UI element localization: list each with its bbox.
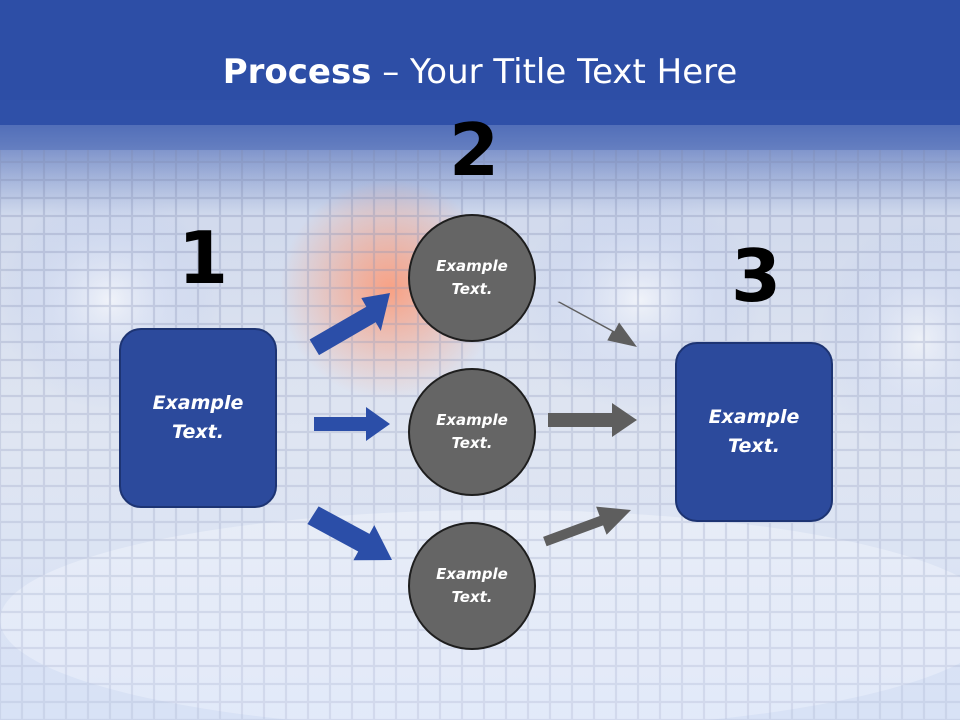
arrow-left-to-middle — [314, 407, 390, 441]
circle-middle-text: Example Text. — [436, 411, 508, 452]
step-number-1: 1 — [178, 216, 229, 300]
arrow-left-to-top — [309, 293, 390, 356]
right-box: Example Text. — [675, 342, 833, 522]
title-bold: Process — [222, 52, 372, 92]
circle-bottom-text: Example Text. — [436, 565, 508, 606]
circle-middle: Example Text. — [408, 368, 536, 496]
circle-top: Example Text. — [408, 214, 536, 342]
slide-title: Process – Your Title Text Here — [0, 52, 960, 92]
right-box-text: Example Text. — [708, 406, 800, 457]
circle-bottom: Example Text. — [408, 522, 536, 650]
arrow-bottom-to-right — [543, 506, 631, 547]
title-rest: – Your Title Text Here — [371, 52, 738, 92]
arrow-top-to-right — [557, 301, 637, 347]
left-box-text: Example Text. — [152, 392, 244, 443]
step-number-3: 3 — [731, 234, 782, 318]
arrow-middle-to-right — [548, 403, 637, 437]
arrow-left-to-bottom — [307, 506, 392, 561]
left-box: Example Text. — [119, 328, 277, 508]
circle-top-text: Example Text. — [436, 257, 508, 298]
step-number-2: 2 — [449, 108, 500, 192]
